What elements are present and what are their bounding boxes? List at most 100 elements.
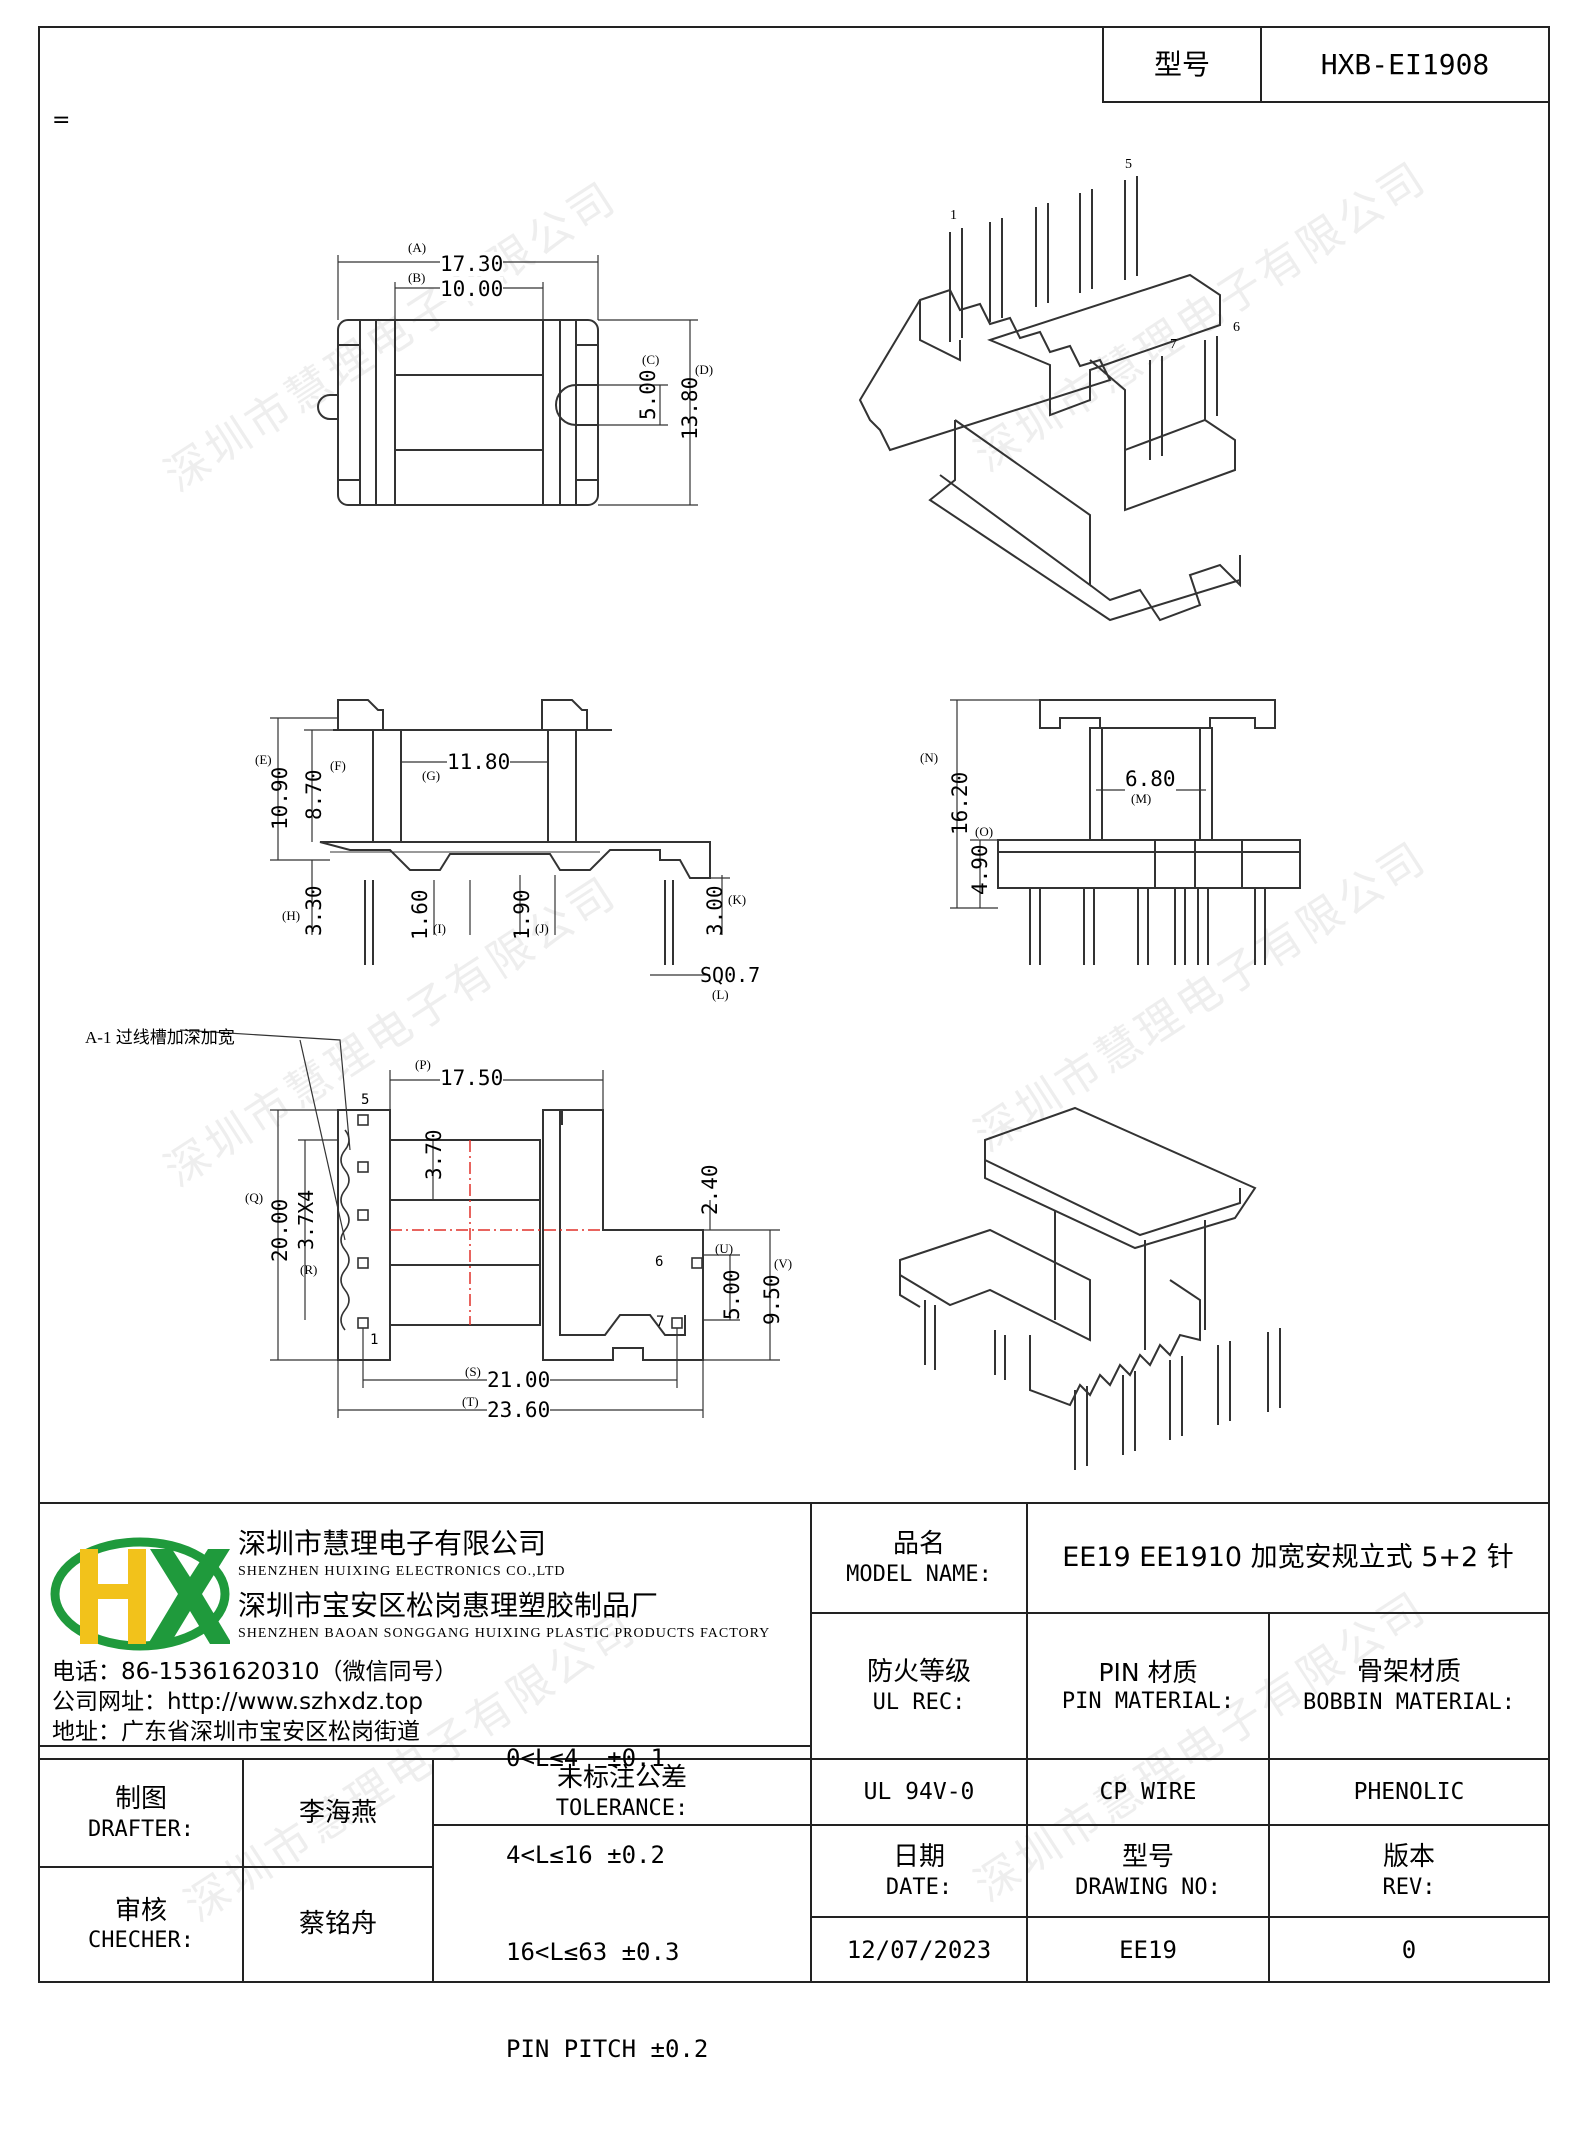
dim-p: 17.50: [440, 1066, 504, 1090]
rev-label-cn: 版本: [1382, 1842, 1435, 1872]
pin-label: 5: [361, 1092, 370, 1108]
dim-tag-m: (M): [1131, 791, 1152, 806]
drafter-label-cell: 制图 DRAFTER:: [38, 1758, 244, 1868]
checker-label-en: CHECHER:: [88, 1928, 194, 1953]
dim-r: 3.7X4: [294, 1189, 318, 1250]
dim-o: 4.90: [968, 844, 992, 895]
checker-label-cn: 审核: [114, 1895, 167, 1926]
pin-material-label-cn: PIN 材质: [1098, 1657, 1198, 1687]
dim-tag-j: (J): [535, 921, 549, 936]
pin-label: 7: [656, 1314, 665, 1330]
dim-tag-b: (B): [408, 270, 426, 285]
dim-tag-n: (N): [920, 750, 939, 765]
dim-u: 5.00: [720, 1269, 744, 1320]
date-label-cell: 日期 DATE:: [810, 1824, 1028, 1918]
iso-pin-label: 6: [1233, 320, 1240, 335]
front-view: [270, 699, 730, 976]
bobbin-material-label-cn: 骨架材质: [1356, 1657, 1461, 1687]
factory-name-cn: 深圳市宝安区松岗惠理塑胶制品厂: [238, 1589, 659, 1622]
ul-label-cn: 防火等级: [866, 1657, 971, 1687]
iso-view-bottom: [899, 1106, 1281, 1470]
header-model-value: HXB-EI1908: [1320, 48, 1490, 81]
tolerance-line: 4<L≤16 ±0.2: [506, 1840, 665, 1869]
company-website: 公司网址：http://www.szhxdz.top: [52, 1689, 424, 1715]
tolerance-label-en: TOLERANCE:: [555, 1795, 689, 1821]
dim-t: 23.60: [487, 1398, 551, 1422]
date-value-cell: 12/07/2023: [810, 1916, 1028, 1983]
dim-h: 3.30: [302, 885, 326, 936]
dim-d: 13.80: [678, 376, 702, 440]
dim-k: 3.00: [703, 885, 727, 936]
dim-c: 5.00: [636, 369, 660, 420]
dim-l: SQ0.7: [700, 963, 761, 987]
checker-label-cell: 审核 CHECHER:: [38, 1866, 244, 1983]
date-value: 12/07/2023: [846, 1935, 992, 1964]
stray-mark: =: [52, 108, 71, 133]
rev-value: 0: [1401, 1935, 1417, 1964]
bottom-view: [179, 1029, 780, 1418]
checker-name-cell: 蔡铭舟: [242, 1866, 434, 1983]
dim-v: 9.50: [760, 1274, 784, 1325]
side-view: [950, 699, 1301, 965]
dim-i: 1.60: [408, 889, 432, 940]
tolerance-values-cell: 0<L≤4 ±0.1 4<L≤16 ±0.2 16<L≤63 ±0.3 PIN …: [432, 1744, 812, 2063]
dim-tag-e: (E): [255, 752, 272, 767]
bobbin-material-value-cell: PHENOLIC: [1268, 1758, 1550, 1826]
date-label-en: DATE:: [885, 1874, 953, 1900]
dim-tag-c: (C): [642, 352, 660, 367]
drawing-no-label-cell: 型号 DRAWING NO:: [1026, 1824, 1270, 1918]
dim-j: 1.90: [510, 889, 534, 940]
dim-tag-i: (I): [433, 921, 446, 936]
technical-drawings: [179, 176, 1301, 1470]
ul-value: UL 94V-0: [863, 1778, 975, 1805]
slot-note: A-1 过线槽加深加宽: [85, 1028, 235, 1047]
pin-material-value: CP WIRE: [1099, 1778, 1197, 1805]
dim-a: 17.30: [440, 252, 504, 276]
model-name-label-cn: 品名: [892, 1529, 945, 1559]
bobbin-material-label-cell: 骨架材质 BOBBIN MATERIAL:: [1268, 1612, 1550, 1760]
ul-value-cell: UL 94V-0: [810, 1758, 1028, 1826]
drafter-label-cn: 制图: [114, 1784, 167, 1814]
pin-material-label-cell: PIN 材质 PIN MATERIAL:: [1026, 1612, 1270, 1760]
iso-pin-label: 5: [1125, 157, 1132, 172]
dim-tag-r: (R): [300, 1262, 318, 1277]
pin-material-value-cell: CP WIRE: [1026, 1758, 1270, 1826]
drafter-label-en: DRAFTER:: [88, 1816, 194, 1842]
dim-tag-k: (K): [728, 892, 747, 907]
dim-b: 10.00: [440, 277, 504, 301]
company-name-cn: 深圳市慧理电子有限公司: [238, 1527, 547, 1560]
company-logo: [50, 1537, 230, 1651]
pin-label: 6: [655, 1254, 664, 1270]
dim-s: 21.00: [487, 1368, 551, 1392]
bobbin-material-label-en: BOBBIN MATERIAL:: [1303, 1689, 1515, 1715]
tolerance-label-cn: 未标注公差: [556, 1763, 687, 1793]
dim-f: 8.70: [302, 769, 326, 820]
rev-label-cell: 版本 REV:: [1268, 1824, 1550, 1918]
rev-value-cell: 0: [1268, 1916, 1550, 1983]
dim-gap: 2.40: [698, 1164, 722, 1215]
dim-tag-h: (H): [282, 908, 301, 923]
dim-tag-v: (V): [774, 1256, 793, 1271]
top-view: [317, 255, 698, 506]
dim-tag-t: (T): [462, 1394, 479, 1409]
pin-material-label-en: PIN MATERIAL:: [1061, 1688, 1235, 1714]
dim-tag-o: (O): [975, 824, 994, 839]
company-phone: 电话：86-15361620310（微信同号）: [52, 1659, 458, 1685]
iso-view-top: [858, 176, 1241, 622]
dim-tag-l: (L): [712, 987, 729, 1002]
company-area: 深圳市慧理电子有限公司 SHENZHEN HUIXING ELECTRONICS…: [38, 1502, 812, 1747]
dim-tag-d: (D): [695, 362, 714, 377]
drafter-name-cell: 李海燕: [242, 1758, 434, 1868]
tolerance-line: PIN PITCH ±0.2: [506, 2035, 709, 2064]
header-model-value-cell: HXB-EI1908: [1260, 26, 1550, 103]
iso-pin-label: 7: [1170, 337, 1177, 352]
date-label-cn: 日期: [892, 1842, 945, 1872]
company-address: 地址：广东省深圳市宝安区松岗街道: [52, 1719, 420, 1745]
factory-name-en: SHENZHEN BAOAN SONGGANG HUIXING PLASTIC …: [238, 1626, 771, 1641]
model-name-label-cell: 品名 MODEL NAME:: [810, 1502, 1028, 1614]
iso-pin-label: 1: [950, 208, 957, 223]
drawing-no-label-en: DRAWING NO:: [1075, 1874, 1221, 1900]
dim-tag-f: (F): [330, 758, 346, 773]
model-name-value-cell: EE19 EE1910 加宽安规立式 5+2 针: [1026, 1502, 1550, 1614]
drawing-no-value: EE19: [1119, 1935, 1177, 1964]
